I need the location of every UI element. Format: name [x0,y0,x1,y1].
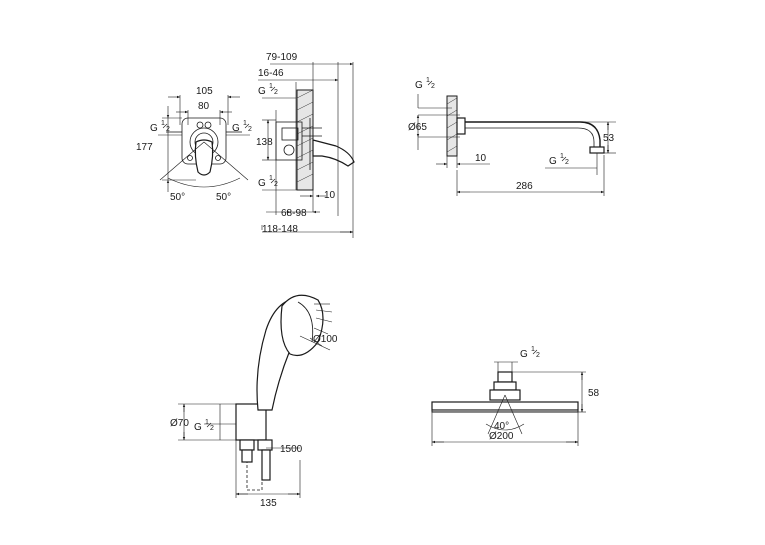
hand-shower-view: Ø100 Ø70 G 1 2 1500 135 [170,294,338,509]
dim-1500: 1500 [280,444,303,455]
arm-thread-top-den: 2 [431,83,435,90]
thread-right-label: G [232,123,240,134]
head-thread-num: 1 [531,346,535,353]
thread-side-top-num: 1 [269,83,273,90]
dim-80: 80 [198,101,210,112]
angle-right: 50° [216,192,231,203]
thread-side-top-den: 2 [274,89,278,96]
arm-thread-end-den: 2 [565,159,569,166]
head-angle: 40° [494,421,509,432]
thread-side-bottom: G [258,178,266,189]
dim-286: 286 [516,181,533,192]
dim-68-98: 68-98 [281,208,307,219]
dim-135: 135 [260,498,277,509]
thread-right-den: 2 [248,126,252,133]
dim-16-46: 16-46 [258,68,284,79]
dim-d65: Ø65 [408,122,427,133]
thread-side-bottom-den: 2 [274,181,278,188]
dim-d100: Ø100 [313,334,338,345]
dim-d200: Ø200 [489,431,514,442]
head-thread-den: 2 [536,352,540,359]
angle-left: 50° [170,192,185,203]
dim-138: 138 [256,137,273,148]
head-shower-view: G 1 2 58 40° Ø200 [431,346,600,446]
arm-thread-end: G [549,156,557,167]
thread-left-label: G [150,123,158,134]
dim-58: 58 [588,388,600,399]
hand-thread-num: 1 [205,419,209,426]
dim-105: 105 [196,86,213,97]
dim-d70: Ø70 [170,418,189,429]
dim-10-side: 10 [324,190,336,201]
thread-side-top: G [258,86,266,97]
arm-thread-top: G [415,80,423,91]
dim-79-109: 79-109 [266,52,298,63]
hand-thread-den: 2 [210,425,214,432]
arm-dim-10: 10 [475,153,487,164]
shower-arm-view: G 1 2 Ø65 10 G 1 2 53 [408,77,616,196]
arm-thread-top-num: 1 [426,77,430,84]
thread-left-num: 1 [161,120,165,127]
arm-thread-end-num: 1 [560,153,564,160]
dim-177: 177 [136,142,153,153]
hand-thread-label: G [194,422,202,433]
mixer-side-view: 79-109 16-46 G 1 2 138 G 1 2 10 68-98 [256,52,355,238]
dim-53: 53 [603,133,615,144]
dim-118-148: 118-148 [262,224,298,235]
thread-right-num: 1 [243,120,247,127]
mixer-front-view: 105 80 G 1 2 G 1 2 177 [136,86,252,203]
head-thread-label: G [520,349,528,360]
thread-side-bottom-num: 1 [269,175,273,182]
